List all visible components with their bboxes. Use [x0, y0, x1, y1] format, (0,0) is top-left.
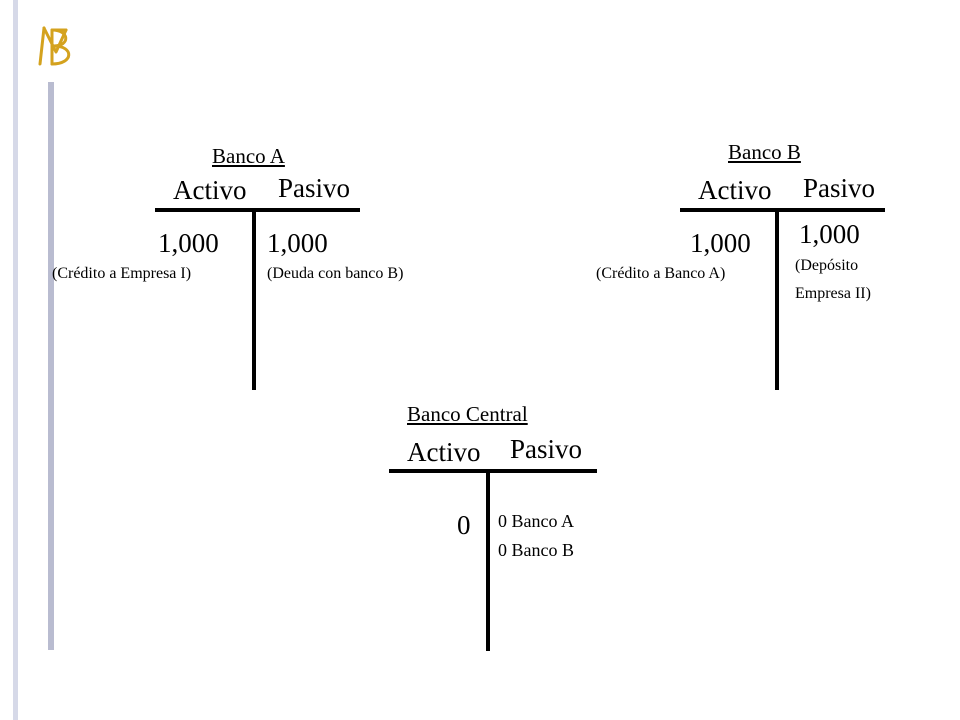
banco-central-pasivo-item: 0 Banco A [498, 511, 574, 531]
banco-b-pasivo-header: Pasivo [803, 173, 876, 203]
banco-b-activo-amount: 1,000 [690, 228, 751, 258]
banco-central-pasivo-item: 0 Banco B [498, 540, 574, 560]
banco-central-t-account-horizontal [389, 469, 597, 473]
banco-b-activo-header: Activo [698, 175, 772, 205]
banco-b-pasivo-note-line-1: (Depósito [795, 257, 859, 274]
banco-a-t-account-horizontal [155, 208, 360, 212]
banco-central-activo-amount: 0 [457, 510, 471, 540]
slide-left-border [13, 0, 18, 720]
banco-a-pasivo-note: (Deuda con banco B) [267, 265, 404, 282]
banco-central-pasivo-header: Pasivo [510, 434, 583, 464]
banco-a-t-account-vertical [252, 208, 256, 390]
banco-b-pasivo-amount: 1,000 [799, 219, 860, 249]
banco-b-activo-note: (Crédito a Banco A) [596, 265, 726, 282]
banco-a-activo-header: Activo [173, 175, 247, 205]
banco-central-title: Banco Central [407, 402, 528, 426]
banco-central-t-account-vertical [486, 469, 490, 651]
banco-b-t-account-horizontal [680, 208, 885, 212]
banco-a-activo-amount: 1,000 [158, 228, 219, 258]
banco-b-pasivo-note: (Depósito Empresa II) [795, 252, 871, 308]
banco-central-pasivo-items: 0 Banco A 0 Banco B [498, 507, 574, 565]
banco-a-pasivo-amount: 1,000 [267, 228, 328, 258]
monogram-mb-logo [38, 26, 71, 66]
slide-accent-bar [48, 82, 54, 650]
banco-central-activo-header: Activo [407, 437, 481, 467]
banco-b-pasivo-note-line-2: Empresa II) [795, 285, 871, 302]
banco-a-pasivo-header: Pasivo [278, 173, 351, 203]
banco-b-title: Banco B [728, 140, 801, 164]
banco-a-title: Banco A [212, 144, 285, 168]
banco-b-t-account-vertical [775, 208, 779, 390]
banco-a-activo-note: (Crédito a Empresa I) [52, 265, 192, 282]
